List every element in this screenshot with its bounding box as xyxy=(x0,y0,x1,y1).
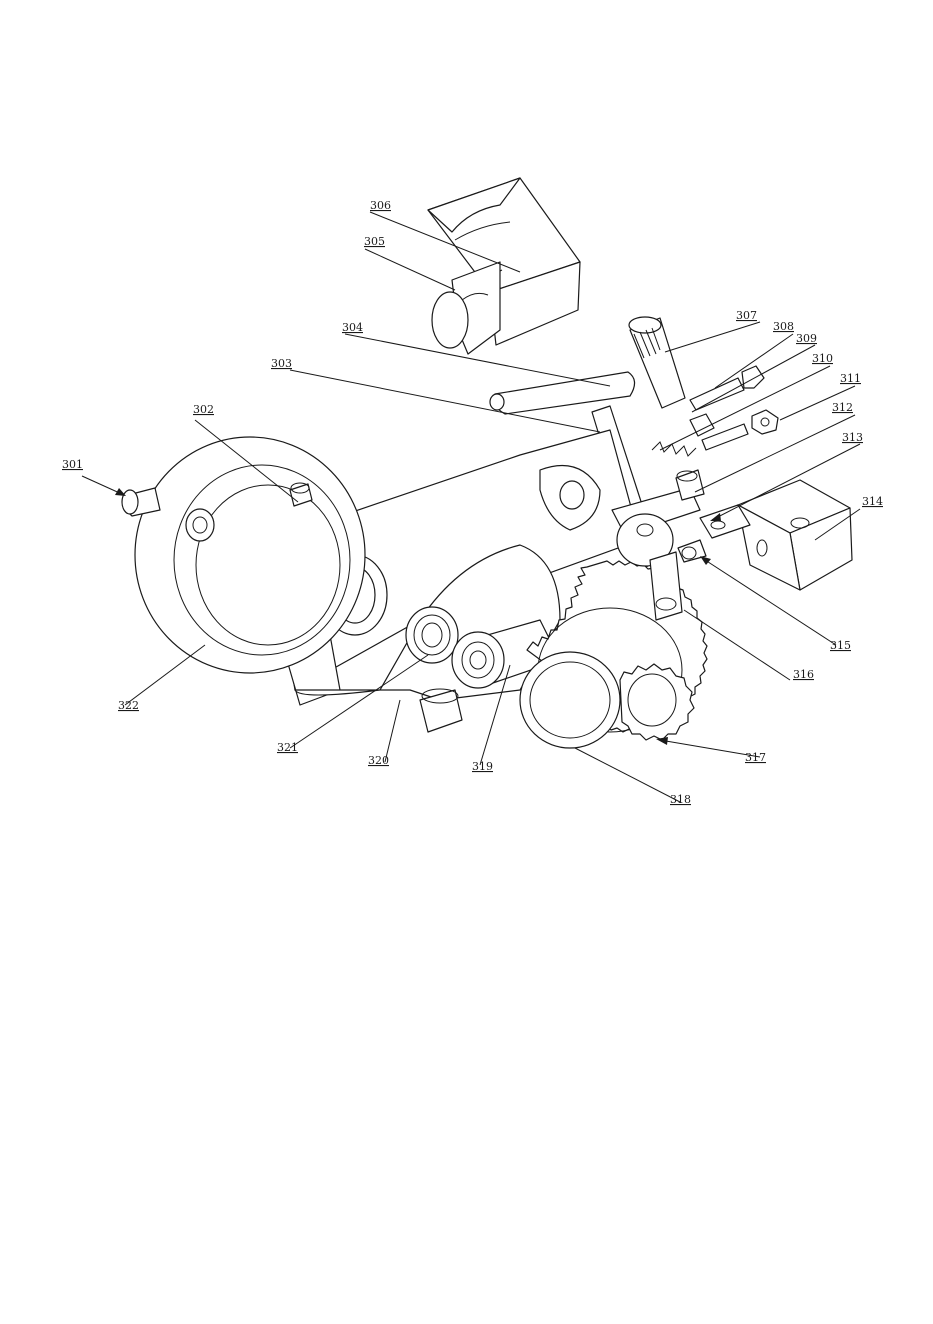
label-314: 314 xyxy=(862,495,883,508)
part-301-shaft xyxy=(122,488,160,516)
label-312: 312 xyxy=(832,401,853,414)
label-305: 305 xyxy=(364,235,385,248)
part-311-nut xyxy=(752,410,778,434)
label-318: 318 xyxy=(670,793,691,806)
label-302: 302 xyxy=(193,403,214,416)
part-322-cover-flange xyxy=(135,437,365,673)
label-322: 322 xyxy=(118,699,139,712)
label-308: 308 xyxy=(773,320,794,333)
part-315-pin xyxy=(678,540,706,562)
label-313: 313 xyxy=(842,431,863,444)
label-319: 319 xyxy=(472,760,493,773)
label-316: 316 xyxy=(793,668,814,681)
part-304-pin xyxy=(490,372,635,414)
label-306: 306 xyxy=(370,199,391,212)
part-316-post xyxy=(650,552,682,620)
part-307-splined-shaft xyxy=(629,317,685,408)
part-314-bracket xyxy=(700,480,852,590)
label-317: 317 xyxy=(745,751,766,764)
label-301: 301 xyxy=(62,458,83,471)
part-310-spring xyxy=(652,442,696,456)
part-321-bearing xyxy=(406,607,458,663)
label-311: 311 xyxy=(840,372,861,385)
label-309: 309 xyxy=(796,332,817,345)
label-320: 320 xyxy=(368,754,389,767)
label-307: 307 xyxy=(736,309,757,322)
label-303: 303 xyxy=(271,357,292,370)
part-312-pin xyxy=(676,470,704,500)
label-304: 304 xyxy=(342,321,363,334)
part-308-bolt xyxy=(690,366,764,410)
part-305-clamp-plate xyxy=(432,262,500,354)
label-321: 321 xyxy=(277,741,298,754)
label-310: 310 xyxy=(812,352,833,365)
label-315: 315 xyxy=(830,639,851,652)
